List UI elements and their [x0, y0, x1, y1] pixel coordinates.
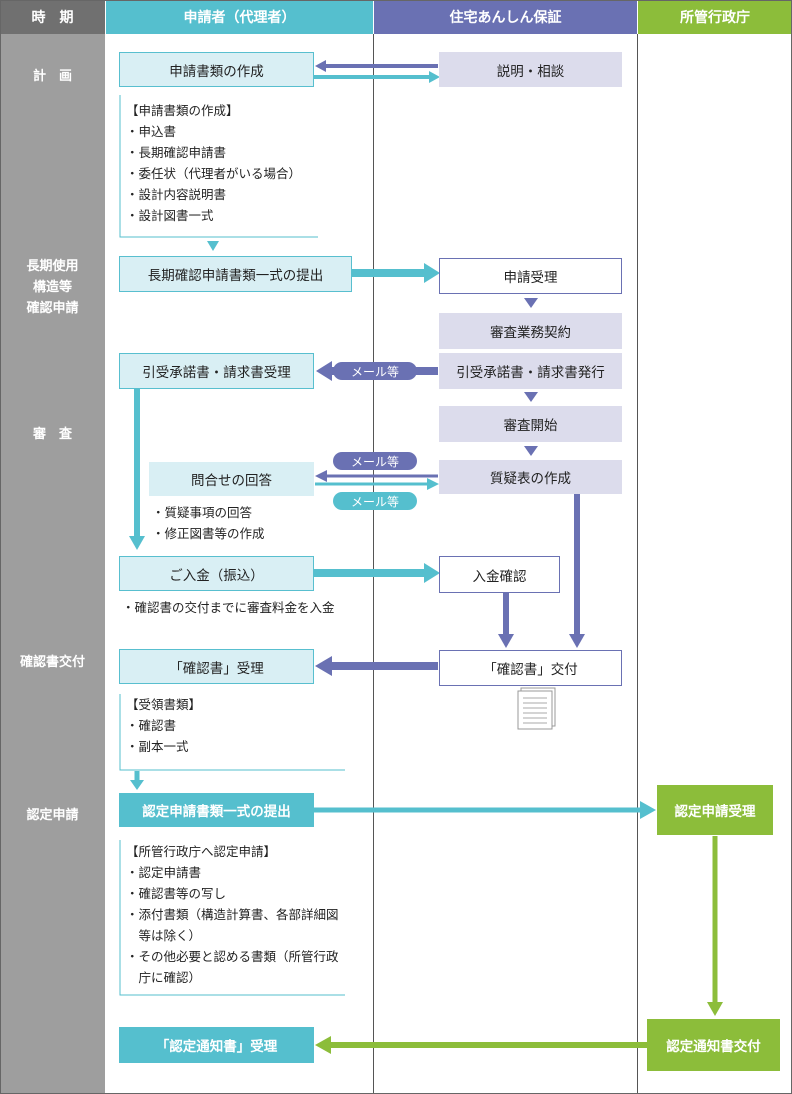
note-line: ・確認書の交付までに審査料金を入金 [122, 600, 335, 615]
phase-review: 審 査 [32, 427, 72, 442]
cert-issue-box: 「確認書」交付 [439, 650, 622, 686]
approval-note: 【所管行政庁へ認定申請】 ・認定申請書 ・確認書等の写し ・添付書類（構造計算書… [126, 841, 339, 988]
answer-note: ・質疑事項の回答 ・修正図書等の作成 [152, 502, 265, 544]
header-admin: 所管行政庁 [638, 0, 792, 34]
note-line: 【所管行政庁へ認定申請】 [126, 844, 277, 859]
header-period: 時 期 [0, 0, 105, 34]
note-line: 【申請書類の作成】 [126, 103, 239, 118]
cert-receive-box: 「確認書」受理 [119, 649, 314, 684]
note-line: 【受領書類】 [126, 697, 202, 712]
submit-long-box: 長期確認申請書類一式の提出 [119, 256, 352, 292]
note-line: ・修正図書等の作成 [152, 526, 265, 541]
approval-receive-box: 認定申請受理 [657, 785, 773, 835]
note-line: ・委任状（代理者がいる場合） [126, 166, 302, 181]
docs-note: 【申請書類の作成】 ・申込書 ・長期確認申請書 ・委任状（代理者がいる場合） ・… [126, 100, 301, 226]
payment-note: ・確認書の交付までに審査料金を入金 [122, 597, 335, 618]
create-docs-box: 申請書類の作成 [119, 52, 314, 87]
phase-approval: 認定申請 [26, 808, 79, 823]
note-line: 等は除く） [126, 928, 202, 943]
notice-receive-box: 「認定通知書」受理 [119, 1027, 314, 1063]
notice-issue-box: 認定通知書交付 [647, 1019, 780, 1071]
note-line: ・長期確認申請書 [126, 145, 227, 160]
note-line: ・確認書 [126, 718, 177, 733]
note-line: ・設計図書一式 [126, 208, 214, 223]
qa-create-box: 質疑表の作成 [439, 460, 622, 494]
contract-box: 審査業務契約 [439, 313, 622, 349]
answer-box: 問合せの回答 [149, 462, 314, 496]
note-line: ・添付書類（構造計算書、各部詳細図 [126, 907, 339, 922]
phase-column [0, 34, 105, 1094]
header-agency: 住宅あんしん保証 [374, 0, 637, 34]
mail-pill: メール等 [333, 362, 417, 380]
accept-receive-box: 引受承諾書・請求書受理 [119, 353, 314, 389]
phase-certificate: 確認書交付 [19, 655, 85, 670]
document-icon [517, 687, 556, 730]
mail-pill: メール等 [333, 452, 417, 470]
receive-box: 申請受理 [439, 258, 622, 294]
note-line: ・確認書等の写し [126, 886, 227, 901]
header-applicant: 申請者（代理者） [106, 0, 373, 34]
payment-box: ご入金（振込） [119, 556, 314, 591]
note-line: ・認定申請書 [126, 865, 202, 880]
note-line: ・質疑事項の回答 [152, 505, 253, 520]
note-line: ・副本一式 [126, 739, 189, 754]
phase-plan: 計 画 [32, 69, 72, 84]
note-line: ・申込書 [126, 124, 177, 139]
review-start-box: 審査開始 [439, 406, 622, 442]
accept-issue-box: 引受承諾書・請求書発行 [439, 353, 622, 389]
note-line: ・設計内容説明書 [126, 187, 227, 202]
received-note: 【受領書類】 ・確認書 ・副本一式 [126, 694, 201, 757]
mail-pill: メール等 [333, 492, 417, 510]
explain-box: 説明・相談 [439, 52, 622, 87]
submit-approval-box: 認定申請書類一式の提出 [119, 793, 314, 827]
phase-apply: 長期使用 構造等 確認申請 [26, 259, 79, 316]
note-line: ・その他必要と認める書類（所管行政 [126, 949, 339, 964]
payment-confirm-box: 入金確認 [439, 556, 560, 593]
note-line: 庁に確認） [126, 970, 202, 985]
